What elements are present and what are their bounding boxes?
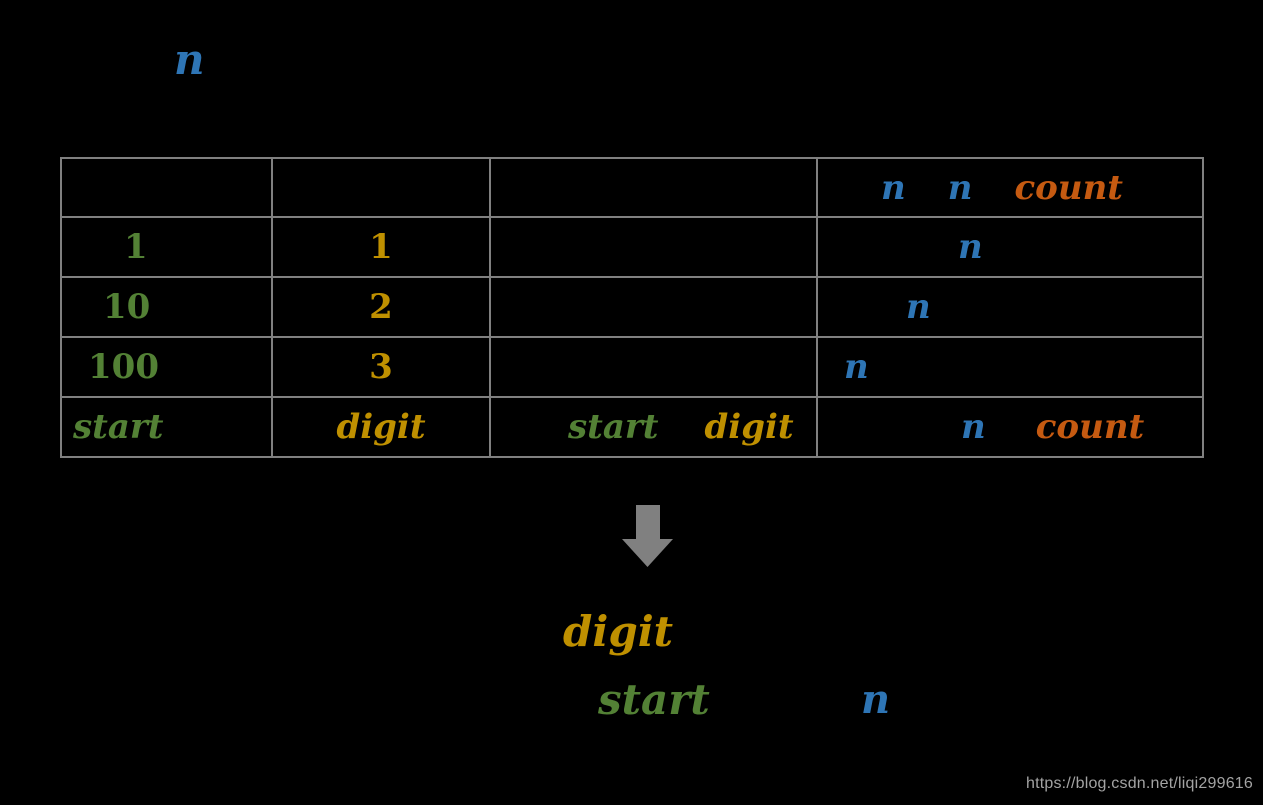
down-arrow-icon — [622, 505, 673, 567]
row3-start-value: 100 — [88, 347, 159, 387]
digit-count-table: n n count 1 1 n 10 2 n 100 3 — [60, 157, 1204, 458]
row4-formula-start-label: start — [568, 407, 659, 447]
watermark-url: https://blog.csdn.net/liqi299616 — [1025, 775, 1253, 792]
row4-start-label: start — [73, 407, 164, 447]
bottom-digit-label: digit — [563, 607, 674, 656]
header-n1-label: n — [881, 167, 906, 208]
table-header-cell-range — [62, 159, 273, 218]
header-n2-label: n — [947, 167, 973, 208]
table-header-cell-count: n n count — [818, 159, 1202, 218]
table-row3-start-cell: 100 — [62, 338, 273, 398]
table-header-cell-digits — [273, 159, 491, 218]
row3-digit-value: 3 — [369, 347, 393, 387]
row3-n-label: n — [844, 347, 869, 387]
table-row1-count-cell: n — [818, 218, 1202, 278]
table-header-cell-formula — [491, 159, 818, 218]
table-row2-count-cell: n — [818, 278, 1202, 338]
table-row1-start-cell: 1 — [62, 218, 273, 278]
row2-start-value: 10 — [103, 287, 151, 327]
row4-digit-label: digit — [336, 407, 426, 447]
table-row1-formula-cell — [491, 218, 818, 278]
row4-formula-digit-label: digit — [704, 407, 794, 447]
row2-n-label: n — [906, 287, 931, 327]
table-row4-count-cell: n count — [818, 398, 1202, 456]
row4-count-label: count — [1035, 407, 1145, 447]
table-row4-digit-cell: digit — [273, 398, 491, 456]
table-row1-digit-cell: 1 — [273, 218, 491, 278]
table-row2-formula-cell — [491, 278, 818, 338]
table-row3-digit-cell: 3 — [273, 338, 491, 398]
table-row4-formula-cell: start digit — [491, 398, 818, 456]
bottom-n-label: n — [861, 676, 891, 723]
bottom-start-label: start — [598, 675, 710, 724]
table-row3-formula-cell — [491, 338, 818, 398]
row4-n-label: n — [961, 407, 986, 447]
title-variable-n: n — [174, 35, 205, 84]
header-count-label: count — [1014, 167, 1123, 208]
table-row2-digit-cell: 2 — [273, 278, 491, 338]
row2-digit-value: 2 — [369, 287, 393, 327]
table-row2-start-cell: 10 — [62, 278, 273, 338]
row1-digit-value: 1 — [369, 227, 393, 267]
table-row4-start-cell: start — [62, 398, 273, 456]
table-row3-count-cell: n — [818, 338, 1202, 398]
row1-start-value: 1 — [124, 227, 148, 267]
row1-n-label: n — [958, 227, 983, 267]
